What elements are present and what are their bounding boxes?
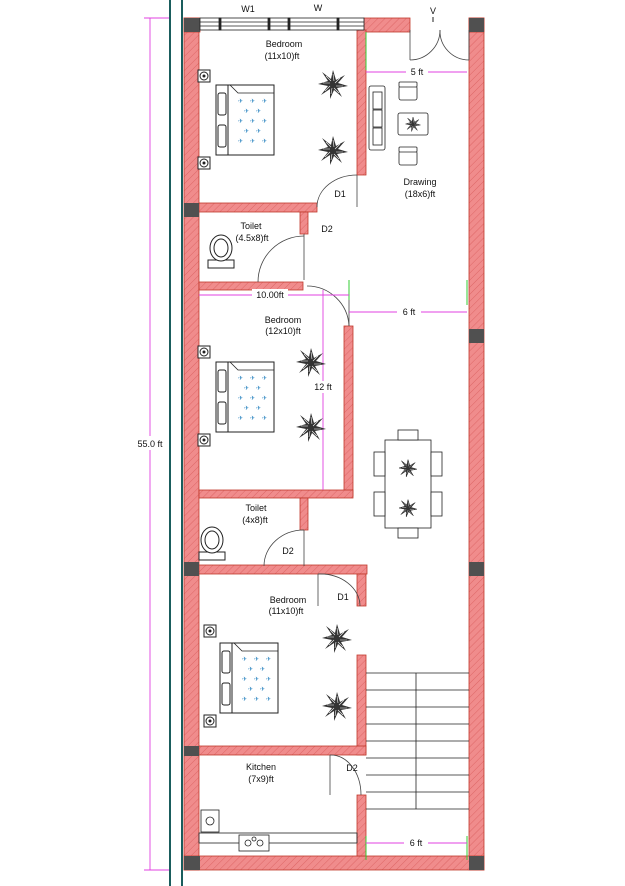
toilet-top-furniture [207, 234, 235, 269]
window-label-w1: W1 [241, 4, 255, 14]
room-size-toilet-top: (4.5x8)ft [235, 233, 269, 243]
dimension-labels: 55.0 ft 5 ft 6 ft 10.00ft 12 ft 6 ft [133, 66, 428, 848]
bedroom-bottom-furniture [203, 623, 353, 728]
room-size-bedroom-middle: (12x10)ft [265, 326, 301, 336]
door-label-kitchen: D2 [346, 763, 358, 773]
dimension-entrance-width: 5 ft [411, 67, 424, 77]
top-windows [199, 17, 365, 31]
room-size-bedroom-top: (11x10)ft [265, 51, 300, 61]
room-size-drawing: (18x6)ft [405, 189, 436, 199]
room-name-kitchen: Kitchen [246, 762, 276, 772]
door-label-toilet-middle: D2 [282, 546, 294, 556]
room-size-bedroom-bottom: (11x10)ft [269, 606, 304, 616]
room-name-bedroom-bottom: Bedroom [270, 595, 307, 605]
dimension-bedroom-middle-width: 10.00ft [256, 290, 284, 300]
staircase [366, 672, 469, 810]
green-marks [348, 32, 468, 860]
dining-table [373, 429, 443, 539]
room-labels: Bedroom (11x10)ft Drawing (18x6)ft Toile… [235, 39, 436, 784]
columns [184, 18, 484, 870]
room-size-kitchen: (7x9)ft [248, 774, 274, 784]
toilet-middle-furniture [198, 526, 226, 561]
dimension-bedroom-middle-depth: 12 ft [314, 382, 332, 392]
bedroom-middle-furniture [197, 345, 327, 447]
room-name-toilet-top: Toilet [240, 221, 262, 231]
dimension-corridor-width: 6 ft [403, 307, 416, 317]
room-name-toilet-middle: Toilet [245, 503, 267, 513]
outer-border [169, 0, 183, 886]
room-name-bedroom-middle: Bedroom [265, 315, 302, 325]
room-size-toilet-middle: (4x8)ft [242, 515, 268, 525]
door-label-toilet-top: D2 [321, 224, 333, 234]
kitchen-furniture [198, 809, 358, 852]
dimension-stair-passage: 6 ft [410, 838, 423, 848]
interior-doors [257, 174, 362, 796]
window-label-w: W [314, 3, 323, 13]
drawing-furniture [368, 81, 429, 166]
entrance-door [409, 29, 470, 61]
room-name-bedroom-top: Bedroom [266, 39, 303, 49]
window-label-v: V [430, 6, 436, 16]
door-labels: D1 D2 D2 D1 D2 [282, 189, 358, 773]
door-label-bedroom-bottom: D1 [337, 592, 349, 602]
dimension-overall: 55.0 ft [137, 439, 163, 449]
door-label-bedroom-top: D1 [334, 189, 346, 199]
bedroom-top-furniture [197, 69, 349, 170]
room-name-drawing: Drawing [403, 177, 436, 187]
